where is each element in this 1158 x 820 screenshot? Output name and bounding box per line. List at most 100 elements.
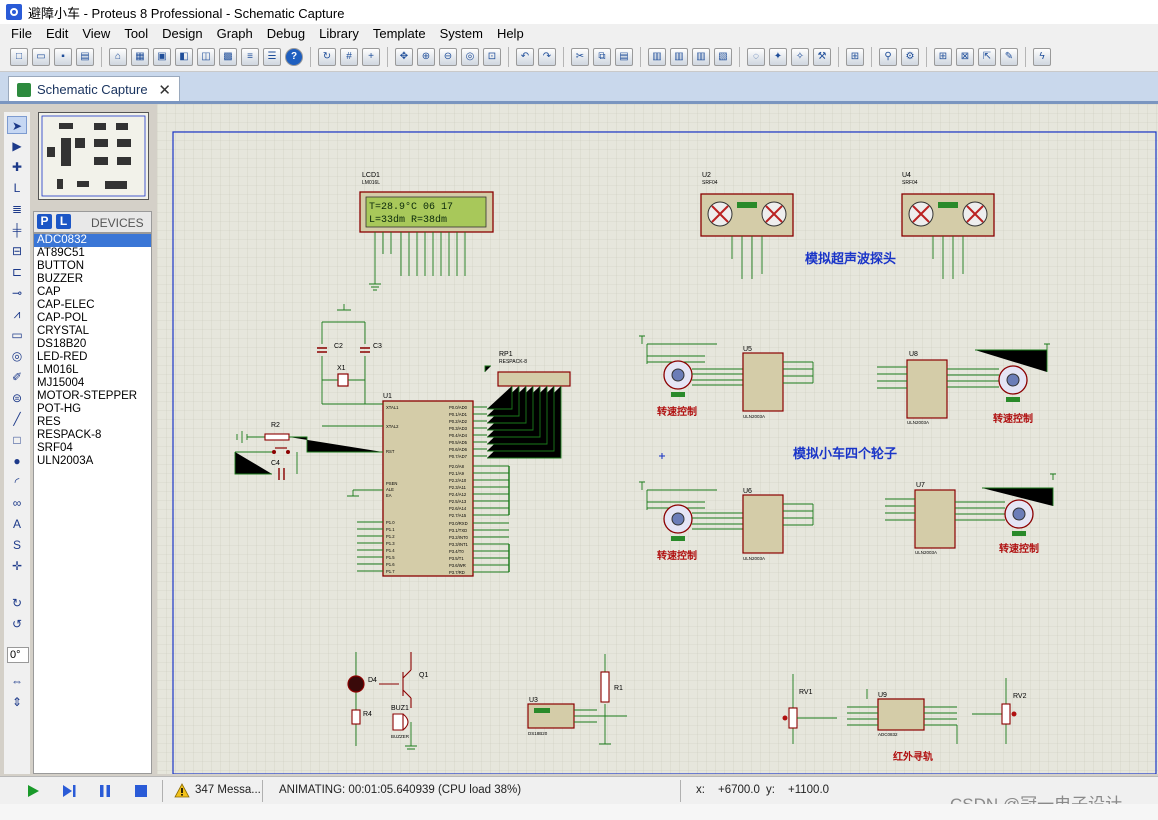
list-item[interactable]: LED-RED [37, 351, 88, 363]
menu-system[interactable]: System [439, 26, 483, 41]
wire-label-icon[interactable]: L [13, 181, 21, 195]
temperature-sensor-u3[interactable]: U3 DS18B20 R1 [527, 654, 627, 745]
block-move-icon[interactable]: ▥ [670, 48, 688, 66]
block-rotate-icon[interactable]: ▥ [692, 48, 710, 66]
stepper-group-u6[interactable]: U6 ULN2003A 转速控制 [639, 481, 814, 562]
library-manager-button[interactable]: L [56, 214, 71, 229]
generator-icon[interactable]: ◎ [11, 349, 23, 363]
ultrasonic-u2[interactable]: U2 SRF04 [700, 172, 794, 279]
schematic-icon[interactable]: ▦ [131, 48, 149, 66]
zoom-out-icon[interactable]: ⊖ [439, 48, 457, 66]
help-icon[interactable]: ? [285, 48, 303, 66]
menu-view[interactable]: View [82, 26, 111, 41]
symbol-tool-icon[interactable]: S [12, 538, 21, 552]
menu-tool[interactable]: Tool [124, 26, 149, 41]
notes-icon[interactable]: ☰ [263, 48, 281, 66]
undo-icon[interactable]: ↶ [516, 48, 534, 66]
menu-template[interactable]: Template [372, 26, 426, 41]
pick-device-icon[interactable]: ◌ [747, 48, 765, 66]
line-tool-icon[interactable]: ╱ [13, 412, 21, 426]
marker-tool-icon[interactable]: ✛ [11, 559, 23, 573]
list-item[interactable]: RES [37, 416, 61, 428]
terminal-icon[interactable]: ⊏ [11, 265, 23, 279]
zoom-all-icon[interactable]: ◎ [461, 48, 479, 66]
block-delete-icon[interactable]: ▧ [714, 48, 732, 66]
bus-icon[interactable]: ╪ [12, 223, 22, 237]
cut-icon[interactable]: ✂ [571, 48, 589, 66]
search-icon[interactable]: ⚲ [879, 48, 897, 66]
junction-dot-icon[interactable]: ✚ [11, 160, 23, 174]
paste-icon[interactable]: ▤ [615, 48, 633, 66]
text-tool-icon[interactable]: A [12, 517, 21, 531]
decompose-icon[interactable]: ⚒ [813, 48, 831, 66]
selection-mode-icon[interactable]: ➤ [7, 116, 27, 134]
schematic-canvas[interactable]: LCD1 LM016L T=28.9°C 06 17 L=33dm R=38dm… [157, 104, 1158, 775]
bom-icon[interactable]: ≡ [241, 48, 259, 66]
pcb-icon[interactable]: ▣ [153, 48, 171, 66]
property-tool-icon[interactable]: ⚙ [901, 48, 919, 66]
menu-help[interactable]: Help [496, 26, 524, 41]
graph-icon[interactable]: ⩘ [13, 307, 21, 321]
pan-icon[interactable]: ✥ [395, 48, 413, 66]
list-item[interactable]: CRYSTAL [37, 325, 89, 337]
grid-icon[interactable]: # [340, 48, 358, 66]
pause-icon[interactable] [97, 783, 113, 799]
list-item[interactable]: LM016L [37, 364, 79, 376]
oscillator-circuit[interactable]: C2 C3 X1 [317, 304, 385, 427]
subcircuit-icon[interactable]: ⊟ [11, 244, 23, 258]
list-item[interactable]: MOTOR-STEPPER [37, 390, 138, 402]
text-script-icon[interactable]: ≣ [11, 202, 23, 216]
electrical-check-icon[interactable]: ϟ [1033, 48, 1051, 66]
close-icon[interactable]: ✕ [158, 82, 171, 99]
zoom-area-icon[interactable]: ⊡ [483, 48, 501, 66]
menu-design[interactable]: Design [162, 26, 203, 41]
new-file-icon[interactable]: □ [10, 48, 28, 66]
menu-graph[interactable]: Graph [216, 26, 253, 41]
message-count[interactable]: 347 Messa... [195, 784, 261, 796]
zoom-in-icon[interactable]: ⊕ [417, 48, 435, 66]
virtual-instrument-icon[interactable]: ⊜ [11, 391, 23, 405]
list-item[interactable]: MJ15004 [37, 377, 85, 389]
tab-schematic-capture[interactable]: Schematic Capture ✕ [8, 76, 180, 102]
make-device-icon[interactable]: ✦ [769, 48, 787, 66]
origin-icon[interactable]: + [362, 48, 380, 66]
list-item[interactable]: AT89C51 [37, 247, 85, 259]
home-icon[interactable]: ⌂ [109, 48, 127, 66]
lcd-component[interactable]: LCD1 LM016L T=28.9°C 06 17 L=33dm R=38dm [359, 172, 494, 291]
alarm-circuit[interactable]: D4 R4 Q1 BUZ1 BUZZER [347, 652, 428, 750]
circle-tool-icon[interactable]: ● [13, 454, 21, 468]
rotate-ccw-icon[interactable]: ↺ [11, 617, 23, 631]
device-pin-icon[interactable]: ⊸ [11, 286, 23, 300]
stepper-group-u8[interactable]: U8 ULN2003A 转速控制 [877, 343, 1050, 425]
list-item[interactable]: ADC0832 [34, 234, 151, 247]
path-tool-icon[interactable]: ∞ [12, 496, 22, 510]
new-sheet-icon[interactable]: ⊞ [934, 48, 952, 66]
ir-tracking-circuit[interactable]: RV1 U9 ADC0832 红外寻轨 RV2 [782, 674, 1027, 763]
list-item[interactable]: ULN2003A [37, 455, 94, 467]
chip-icon[interactable]: ◫ [197, 48, 215, 66]
list-item[interactable]: BUZZER [37, 273, 83, 285]
list-item[interactable]: CAP-ELEC [37, 299, 95, 311]
rotation-angle-field[interactable]: 0° [7, 647, 29, 663]
block-copy-icon[interactable]: ▥ [648, 48, 666, 66]
save-icon[interactable]: ▪ [54, 48, 72, 66]
mirror-vertical-icon[interactable]: ⇕ [11, 695, 23, 709]
arc-tool-icon[interactable]: ◜ [14, 475, 20, 489]
import-icon[interactable]: ▤ [76, 48, 94, 66]
overview-window[interactable] [38, 112, 149, 200]
list-item[interactable]: RESPACK-8 [37, 429, 102, 441]
wire-autorouter-icon[interactable]: ⊞ [846, 48, 864, 66]
packaging-icon[interactable]: ✧ [791, 48, 809, 66]
stop-icon[interactable] [133, 783, 149, 799]
menu-file[interactable]: File [11, 26, 32, 41]
respack-rp1[interactable]: RP1 RESPACK-8 [484, 351, 571, 459]
menu-library[interactable]: Library [319, 26, 359, 41]
refresh-icon[interactable]: ↻ [318, 48, 336, 66]
stepper-group-u5[interactable]: U5 ULN2003A 转速控制 [639, 335, 814, 419]
reset-circuit[interactable]: R2 C4 [234, 422, 383, 480]
play-icon[interactable] [25, 783, 41, 799]
menu-edit[interactable]: Edit [45, 26, 69, 41]
remove-sheet-icon[interactable]: ⊠ [956, 48, 974, 66]
step-icon[interactable] [61, 783, 77, 799]
box-tool-icon[interactable]: □ [13, 433, 21, 447]
